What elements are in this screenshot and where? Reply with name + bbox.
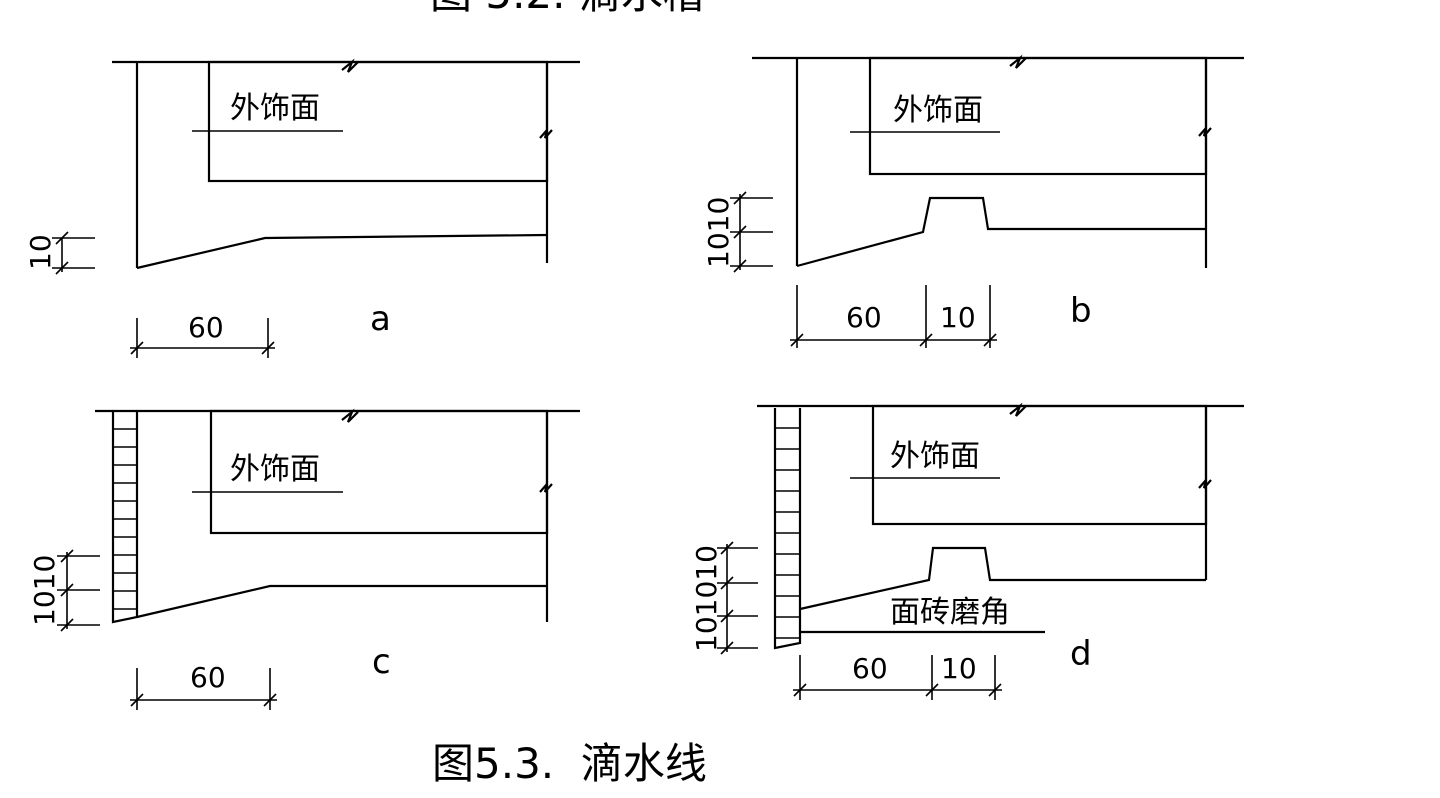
dim-horizontal-10: 10: [940, 301, 976, 334]
break-mark-icon: [1009, 402, 1027, 417]
dim-vertical: 101010: [690, 545, 723, 652]
finish-label: 外饰面: [890, 439, 980, 474]
top-caption: 图 5.2. 滴水槽: [430, 0, 705, 18]
panel-c: 外饰面 1010 60 c: [28, 408, 580, 710]
break-mark-icon: [341, 58, 359, 73]
panel-d: 外饰面 面砖磨角 101010 60 10 d: [690, 402, 1244, 700]
panel-letter: c: [372, 642, 391, 682]
figure-caption: 图5.3. 滴水线: [432, 739, 707, 788]
panel-b: 外饰面 1010 60 10 b: [702, 54, 1244, 348]
panel-a: 外饰面 10 60 a: [24, 58, 580, 358]
break-mark-icon: [341, 408, 359, 423]
panel-letter: d: [1070, 634, 1092, 674]
panel-letter: a: [370, 299, 391, 339]
dim-horizontal-60: 60: [852, 652, 888, 685]
dim-horizontal-60: 60: [846, 301, 882, 334]
dim-vertical: 10: [24, 234, 57, 270]
finish-label: 外饰面: [230, 91, 320, 126]
finish-label: 外饰面: [893, 93, 983, 128]
tile-column: [773, 408, 802, 650]
tile-corner-label: 面砖磨角: [890, 595, 1010, 630]
dim-vertical: 1010: [702, 197, 735, 268]
dim-horizontal: 60: [190, 661, 226, 694]
dim-horizontal: 60: [188, 311, 224, 344]
tile-column: [111, 411, 139, 624]
dim-vertical: 1010: [28, 555, 61, 626]
panel-letter: b: [1070, 291, 1092, 331]
finish-label: 外饰面: [230, 452, 320, 487]
break-mark-icon: [1009, 54, 1027, 69]
dim-horizontal-10: 10: [941, 652, 977, 685]
